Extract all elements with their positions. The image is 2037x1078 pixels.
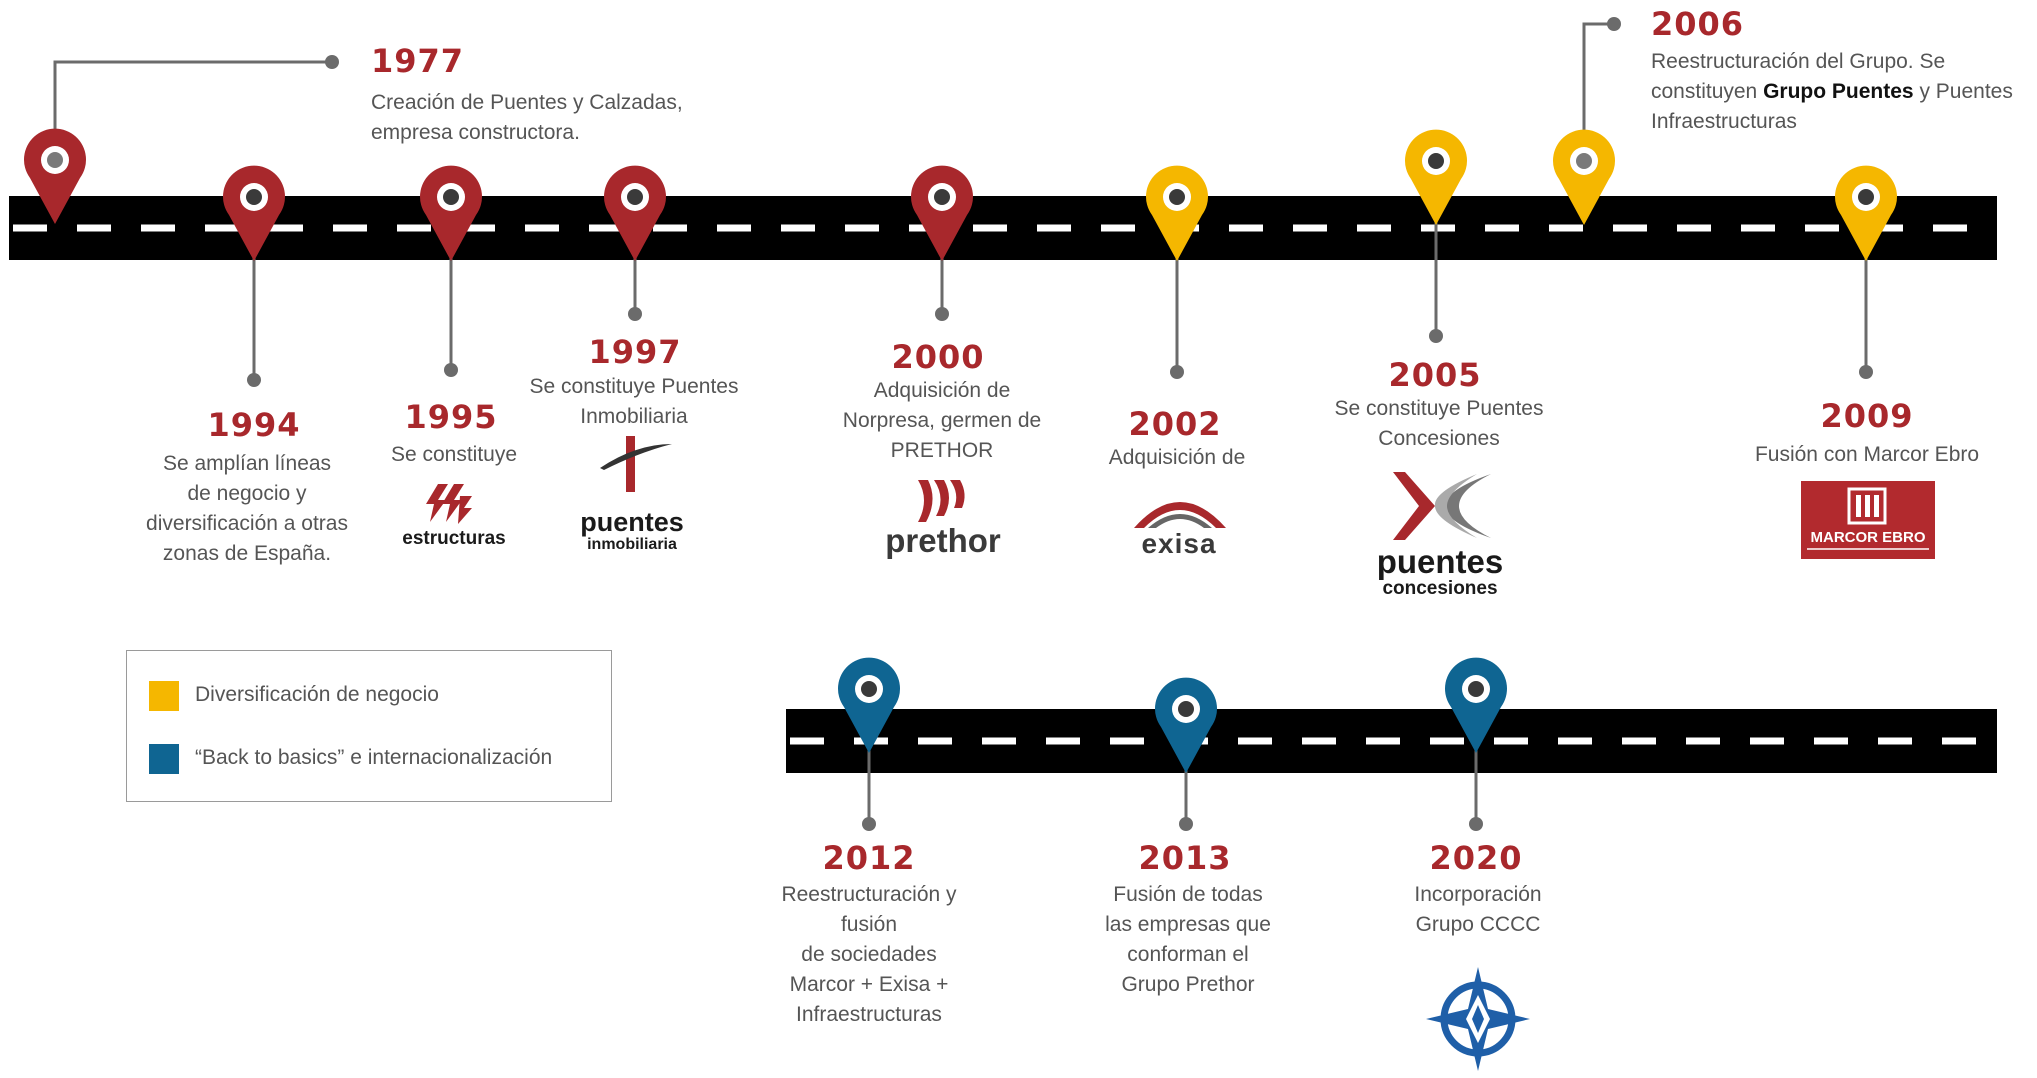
puentes-concesiones-logo-subtext: concesiones <box>1382 578 1498 599</box>
connector-dot-2020 <box>1469 817 1483 831</box>
event-2000-description: Adquisición de Norpresa, germen de PRETH… <box>842 379 1042 462</box>
connector-dot-1977 <box>325 55 339 69</box>
marcor-ebro-logo-text: MARCOR EBRO <box>1810 529 1926 546</box>
connector-dot-2012 <box>862 817 876 831</box>
pin-1994 <box>222 165 285 261</box>
exisa-mark <box>1134 502 1226 528</box>
pin-1995 <box>420 165 482 261</box>
legend-swatch-back-to-basics <box>149 744 179 774</box>
year-2009: 2009 <box>1820 397 1914 435</box>
pin-1977-center <box>47 152 63 168</box>
pin-2012-center <box>861 681 877 697</box>
event-1977-description: Creación de Puentes y Calzadas, empresa … <box>371 91 683 144</box>
year-2005: 2005 <box>1388 356 1482 394</box>
year-1977: 1977 <box>371 42 465 80</box>
connector-dot-2002 <box>1170 365 1184 379</box>
pin-2005-center <box>1428 153 1444 169</box>
pin-2006-center <box>1576 153 1592 169</box>
exisa-logo <box>1130 488 1230 530</box>
prethor-logo <box>914 478 970 524</box>
pin-2006 <box>1553 129 1615 225</box>
pin-1997-center <box>627 189 643 205</box>
pin-2013-center <box>1178 701 1194 717</box>
pin-2005 <box>1405 129 1467 225</box>
puentes-concesiones-mark <box>1393 472 1491 540</box>
year-2002: 2002 <box>1128 405 1222 443</box>
connector-dot-2005 <box>1429 329 1443 343</box>
event-2002-description: Adquisición de <box>1108 446 1246 469</box>
pin-1995-center <box>443 189 459 205</box>
event-2009-description: Fusión con Marcor Ebro <box>1754 443 1980 466</box>
estructuras-logo-mark <box>426 484 472 524</box>
puentes-inmobiliaria-logo-text: puentes <box>580 507 684 537</box>
connector-2006 <box>1582 22 1614 160</box>
legend-swatch-diversification <box>149 681 179 711</box>
pin-2002 <box>1146 165 1209 261</box>
estructuras-logo <box>420 482 480 526</box>
puentes-inmobiliaria-logo <box>596 434 676 494</box>
pin-2002-center <box>1169 189 1185 205</box>
legend-label-back-to-basics: “Back to basics” e internacionalización <box>195 746 553 769</box>
event-2005-description: Se constituye Puentes Concesiones <box>1334 397 1544 450</box>
connector-dot-2009 <box>1859 365 1873 379</box>
connector-dot-1995 <box>444 363 458 377</box>
connector-dot-1997 <box>628 307 642 321</box>
pin-2020-center <box>1468 681 1484 697</box>
year-1997: 1997 <box>588 333 682 371</box>
cccc-logo <box>1424 965 1532 1073</box>
puentes-inmobiliaria-mark <box>600 436 672 492</box>
event-1997-description: Se constituye Puentes Inmobiliaria <box>529 375 739 428</box>
event-2006-description: Reestructuración del Grupo. Se constituy… <box>1651 50 2013 133</box>
connector-1977 <box>53 60 332 160</box>
pin-2000 <box>910 165 973 261</box>
pin-2012 <box>838 657 900 753</box>
connector-dot-2000 <box>935 307 949 321</box>
year-2020: 2020 <box>1429 839 1523 877</box>
event-1994-description: Se amplían líneas de negocio y diversifi… <box>146 452 348 565</box>
pin-1997 <box>604 165 666 261</box>
pin-2009-center <box>1858 189 1874 205</box>
year-1995: 1995 <box>404 398 498 436</box>
prethor-mark <box>918 480 965 522</box>
connector-dot-2006 <box>1607 17 1621 31</box>
pin-1977 <box>24 128 86 224</box>
event-2020-description: Incorporación Grupo CCCC <box>1414 883 1542 936</box>
pin-2013 <box>1155 677 1217 773</box>
puentes-concesiones-logo <box>1385 470 1495 544</box>
pin-2020 <box>1444 657 1507 753</box>
marcor-ebro-mark <box>1807 487 1929 550</box>
event-2013-description: Fusión de todas las empresas que conform… <box>1105 883 1271 996</box>
legend-label-diversification: Diversificación de negocio <box>195 683 439 706</box>
year-2013: 2013 <box>1138 839 1232 877</box>
prethor-logo-text: prethor <box>885 522 1001 559</box>
pin-2000-center <box>934 189 950 205</box>
year-2000: 2000 <box>891 338 985 376</box>
year-2012: 2012 <box>822 839 916 877</box>
year-1994: 1994 <box>207 406 301 444</box>
puentes-concesiones-logo-text: puentes <box>1376 543 1504 580</box>
legend: Diversificación de negocio “Back to basi… <box>126 650 612 802</box>
event-1995-description: Se constituye <box>390 443 518 466</box>
marcor-ebro-logo: MARCOR EBRO <box>1801 481 1935 559</box>
pin-1994-center <box>246 189 262 205</box>
cccc-mark <box>1426 967 1530 1071</box>
pin-2009 <box>1835 165 1898 261</box>
estructuras-logo-text: estructuras <box>402 528 506 549</box>
connector-dot-2013 <box>1179 817 1193 831</box>
exisa-logo-text: exisa <box>1141 528 1217 559</box>
puentes-inmobiliaria-logo-subtext: inmobiliaria <box>587 536 677 553</box>
connector-dot-1994 <box>247 373 261 387</box>
year-2006: 2006 <box>1651 5 1745 43</box>
event-2012-description: Reestructuración y fusión de sociedades … <box>781 883 957 1026</box>
